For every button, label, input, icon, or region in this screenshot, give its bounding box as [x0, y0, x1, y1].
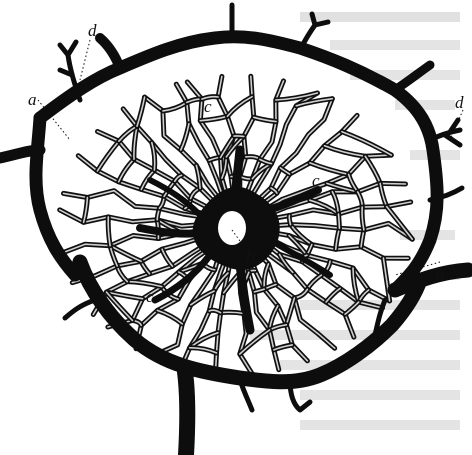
label-a-right: a	[436, 265, 445, 284]
label-c-bottom: c	[146, 287, 154, 306]
label-b-center: b	[246, 247, 255, 266]
label-a-left: a	[28, 90, 37, 109]
label-d-left: d	[88, 21, 97, 40]
label-c-right: c	[312, 171, 320, 190]
capillary-lumen	[339, 214, 340, 228]
label-c-top: c	[204, 97, 212, 116]
capillary-lumen	[97, 141, 119, 171]
capillary-lumen	[286, 298, 294, 325]
label-d-right: d	[455, 93, 464, 112]
capillary-lumen	[326, 288, 340, 302]
